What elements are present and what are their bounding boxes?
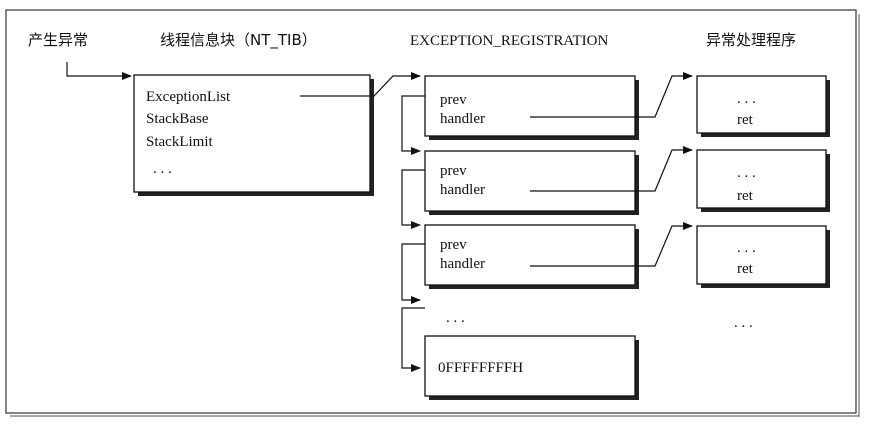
prev-link-arrow	[401, 307, 425, 372]
tib-field-stack-base: StackBase	[146, 111, 209, 127]
handler-pointer-arrow	[530, 222, 693, 267]
header-tib: 线程信息块（NT_TIB）	[160, 31, 317, 50]
handler-routine-body: . . .	[737, 240, 756, 256]
handler-routine-body: . . .	[737, 91, 756, 107]
handler-routine-ret: ret	[737, 261, 754, 277]
record-handler: handler	[440, 182, 485, 198]
diagram-frame	[5, 9, 857, 414]
record-prev: prev	[440, 237, 467, 253]
prev-link-arrow	[401, 95, 425, 155]
handler-routine-ret: ret	[737, 112, 754, 128]
tib-field-stack-limit: StackLimit	[146, 134, 213, 150]
chain-end-value: 0FFFFFFFFH	[438, 360, 523, 376]
record-prev: prev	[440, 92, 467, 108]
chain-end-record: 0FFFFFFFFH	[424, 335, 639, 400]
handler-routine-ret: ret	[737, 188, 754, 204]
handler-routine-body: . . .	[737, 165, 756, 181]
handler-pointer-arrow	[530, 72, 693, 118]
handler-routine-box: . . . ret	[696, 149, 830, 212]
prev-link-arrow	[401, 243, 425, 304]
record-handler: handler	[440, 111, 485, 127]
header-exception-source: 产生异常	[28, 31, 88, 49]
prev-link-arrow	[401, 169, 425, 229]
registration-record: prev handler	[424, 150, 639, 215]
tib-more: . . .	[153, 161, 172, 177]
handler-routine-box: . . . ret	[696, 225, 830, 288]
entry-arrow	[66, 62, 132, 80]
header-handler-routine: 异常处理程序	[706, 31, 796, 49]
header-registration: EXCEPTION_REGISTRATION	[410, 33, 608, 49]
handler-routine-box: . . . ret	[696, 75, 830, 137]
chain-more: . . .	[446, 310, 465, 326]
record-prev: prev	[440, 163, 467, 179]
registration-record: prev handler	[424, 75, 639, 140]
record-handler: handler	[440, 256, 485, 272]
registration-record: prev handler	[424, 224, 639, 289]
tib-field-exception-list: ExceptionList	[146, 89, 231, 105]
handlers-more: . . .	[734, 315, 753, 331]
tib-box: ExceptionList StackBase StackLimit . . .	[133, 74, 374, 196]
handler-pointer-arrow	[530, 146, 693, 192]
exception-list-arrow	[300, 72, 421, 97]
